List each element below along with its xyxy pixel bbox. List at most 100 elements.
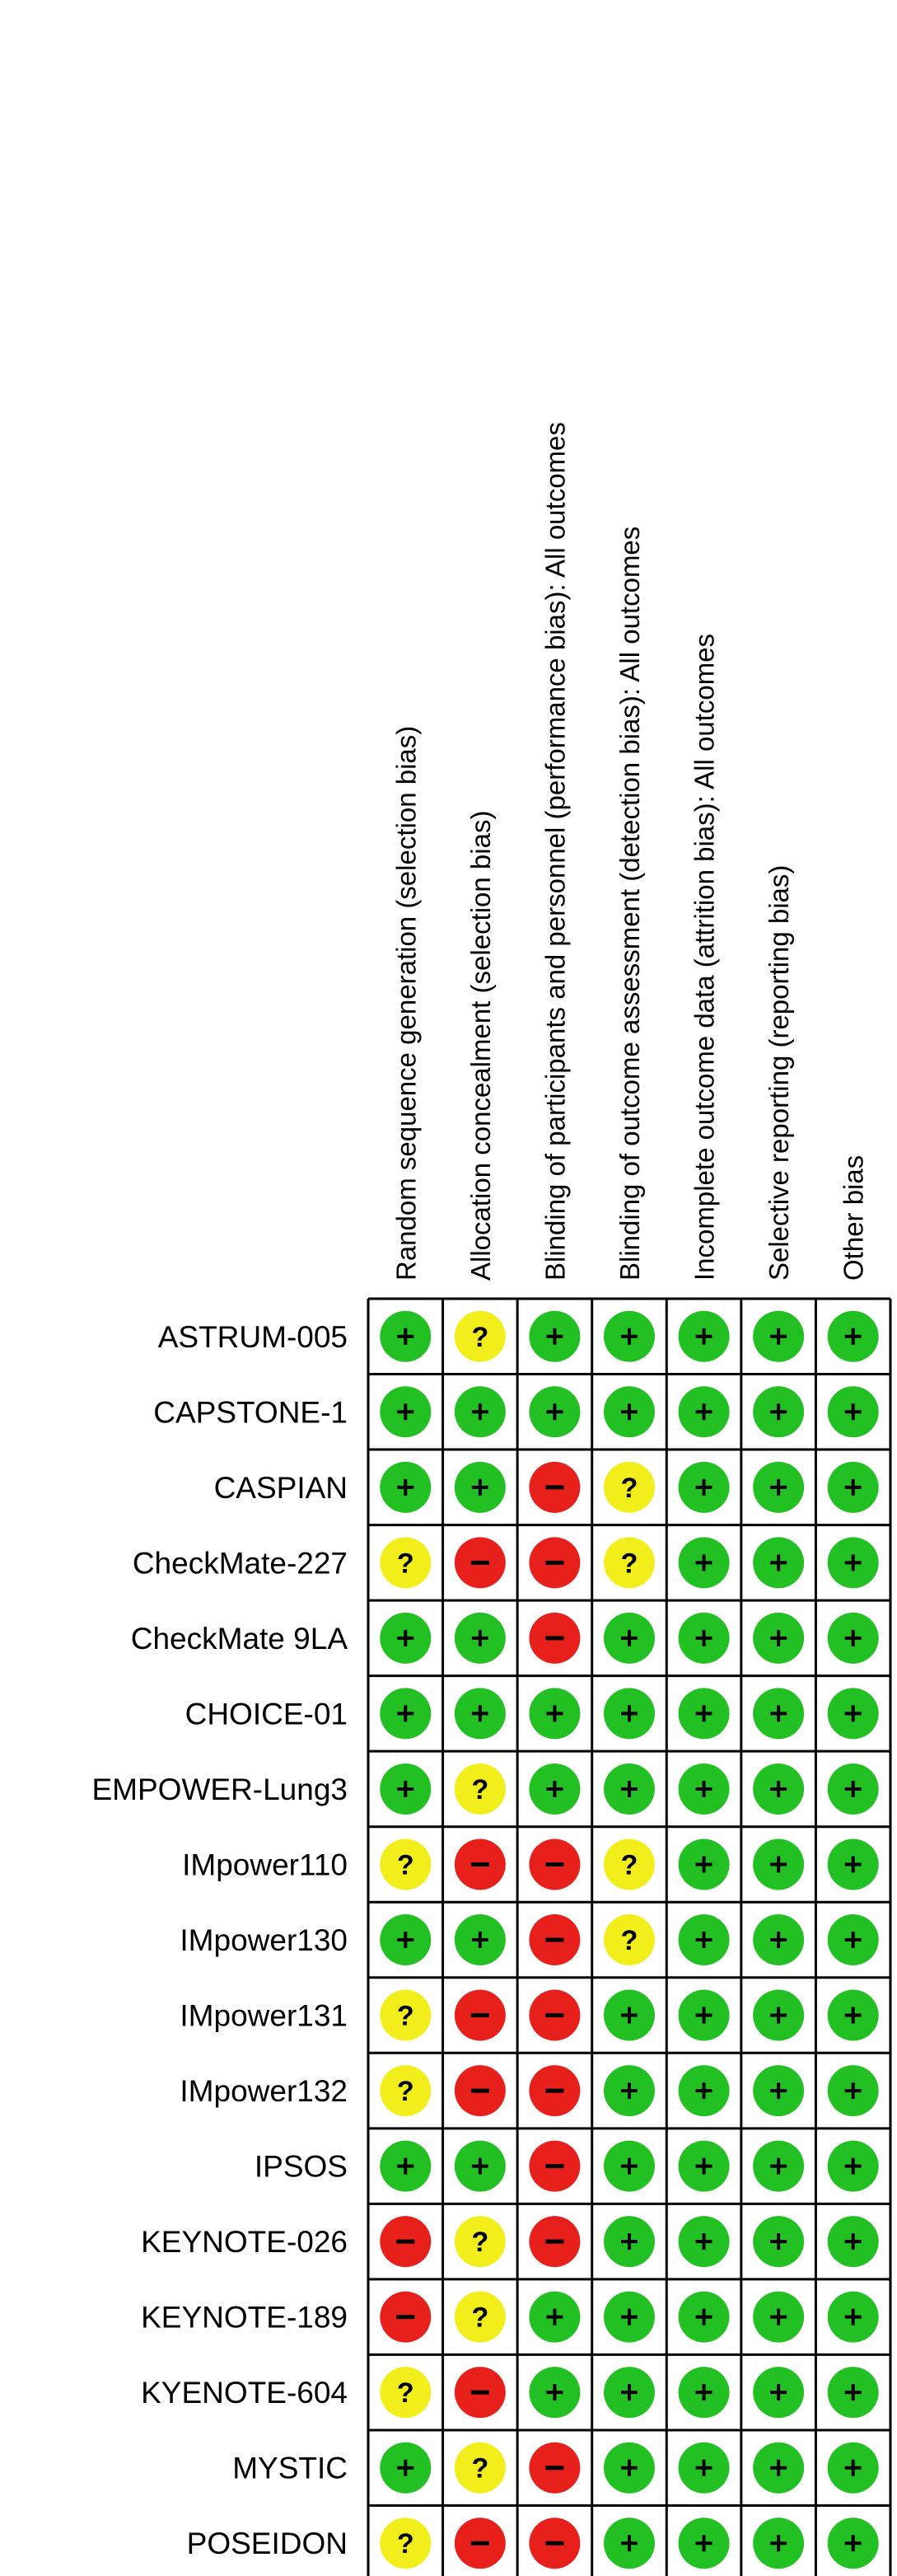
plus-icon <box>695 2082 712 2100</box>
judgement-cell-low <box>380 1688 432 1740</box>
judgement-cell-low <box>529 1688 581 1740</box>
question-icon: ? <box>471 2227 488 2258</box>
judgement-cell-unclear: ? <box>603 1537 655 1589</box>
question-icon: ? <box>621 1925 638 1956</box>
judgement-circle <box>454 2216 506 2268</box>
judgement-cell-unclear: ? <box>380 2065 432 2117</box>
plus-icon <box>695 2384 712 2401</box>
plus-icon <box>844 1856 862 1873</box>
plus-icon <box>844 2535 862 2552</box>
judgement-cells: ??????????????? <box>380 1310 879 2569</box>
judgement-cell-low <box>753 1763 805 1815</box>
plus-icon <box>471 1932 488 1948</box>
judgement-cell-low <box>678 1461 730 1513</box>
judgement-cell-high <box>529 1461 581 1513</box>
plus-icon <box>770 1478 787 1496</box>
judgement-cell-low <box>678 1688 730 1740</box>
plus-icon <box>770 2082 787 2100</box>
question-icon: ? <box>471 2453 488 2485</box>
study-label: IPSOS <box>255 2150 348 2184</box>
judgement-cell-low <box>827 1838 879 1890</box>
plus-icon <box>695 1629 712 1646</box>
plus-icon <box>844 2082 862 2100</box>
plus-icon <box>695 2308 712 2325</box>
plus-icon <box>397 1403 414 1421</box>
plus-icon <box>770 1403 787 1421</box>
study-label: CASPIAN <box>214 1471 348 1505</box>
judgement-cell-unclear: ? <box>454 1763 506 1815</box>
plus-icon <box>844 2007 862 2024</box>
plus-icon <box>770 1932 787 1948</box>
plus-icon <box>770 2157 787 2175</box>
judgement-circle <box>380 1989 432 2041</box>
judgement-circle <box>454 2442 506 2494</box>
plus-icon <box>546 2308 563 2325</box>
judgement-cell-low <box>827 2140 879 2192</box>
judgement-cell-low <box>529 2367 581 2419</box>
judgement-cell-high <box>380 2291 432 2343</box>
study-label: IMpower131 <box>180 1999 348 2033</box>
question-icon: ? <box>621 1473 638 1504</box>
judgement-cell-low <box>603 2442 655 2494</box>
judgement-cell-low <box>753 1989 805 2041</box>
judgement-cell-low <box>603 2216 655 2268</box>
judgement-cell-low <box>454 1914 506 1966</box>
judgement-cell-low <box>380 1386 432 1438</box>
judgement-cell-low <box>827 2367 879 2419</box>
judgement-cell-unclear: ? <box>380 1537 432 1589</box>
judgement-cell-low <box>753 2065 805 2117</box>
column-label: Random sequence generation (selection bi… <box>390 726 421 1281</box>
plus-icon <box>695 1705 712 1722</box>
plus-icon <box>695 1478 712 1496</box>
question-icon: ? <box>397 1548 414 1579</box>
judgement-cell-low <box>678 1914 730 1966</box>
judgement-circle <box>603 1461 655 1513</box>
column-label: Allocation concealment (selection bias) <box>465 811 496 1281</box>
plus-icon <box>620 2384 638 2401</box>
judgement-cell-low <box>753 2140 805 2192</box>
plus-icon <box>695 1328 712 1345</box>
judgement-cell-low <box>678 1763 730 1815</box>
plus-icon <box>620 1328 638 1345</box>
judgement-cell-low <box>827 2065 879 2117</box>
plus-icon <box>770 2535 787 2552</box>
plus-icon <box>770 2459 787 2476</box>
judgement-cell-low <box>529 1763 581 1815</box>
plus-icon <box>620 2233 638 2250</box>
judgement-cell-high <box>529 2442 581 2494</box>
judgement-circle <box>380 1537 432 1589</box>
study-label: EMPOWER-Lung3 <box>92 1773 348 1806</box>
judgement-cell-low <box>380 2140 432 2192</box>
judgement-cell-unclear: ? <box>454 1310 506 1362</box>
column-label: Blinding of outcome assessment (detectio… <box>614 527 645 1281</box>
plus-icon <box>770 2233 787 2250</box>
question-icon: ? <box>471 1322 488 1353</box>
judgement-cell-low <box>827 2216 879 2268</box>
plus-icon <box>620 1629 638 1646</box>
plus-icon <box>695 1932 712 1948</box>
plus-icon <box>620 2308 638 2325</box>
plus-icon <box>695 2233 712 2250</box>
judgement-cell-low <box>380 2442 432 2494</box>
plus-icon <box>397 1478 414 1496</box>
plus-icon <box>844 1780 862 1797</box>
plus-icon <box>695 2459 712 2476</box>
plus-icon <box>546 1328 563 1345</box>
judgement-cell-low <box>678 1537 730 1589</box>
study-label: CheckMate-227 <box>133 1546 348 1580</box>
judgement-cell-low <box>603 2367 655 2419</box>
judgement-cell-low <box>529 1386 581 1438</box>
judgement-cell-low <box>454 1688 506 1740</box>
plus-icon <box>546 1705 563 1722</box>
judgement-cell-unclear: ? <box>454 2216 506 2268</box>
judgement-circle <box>454 1763 506 1815</box>
plus-icon <box>770 1328 787 1345</box>
plus-icon <box>770 1856 787 1873</box>
judgement-cell-low <box>753 1386 805 1438</box>
judgement-cell-low <box>380 1612 432 1664</box>
judgement-cell-high <box>454 1838 506 1890</box>
judgement-cell-low <box>678 1612 730 1664</box>
judgement-cell-low <box>753 1612 805 1664</box>
study-label: KYENOTE-604 <box>141 2376 348 2410</box>
